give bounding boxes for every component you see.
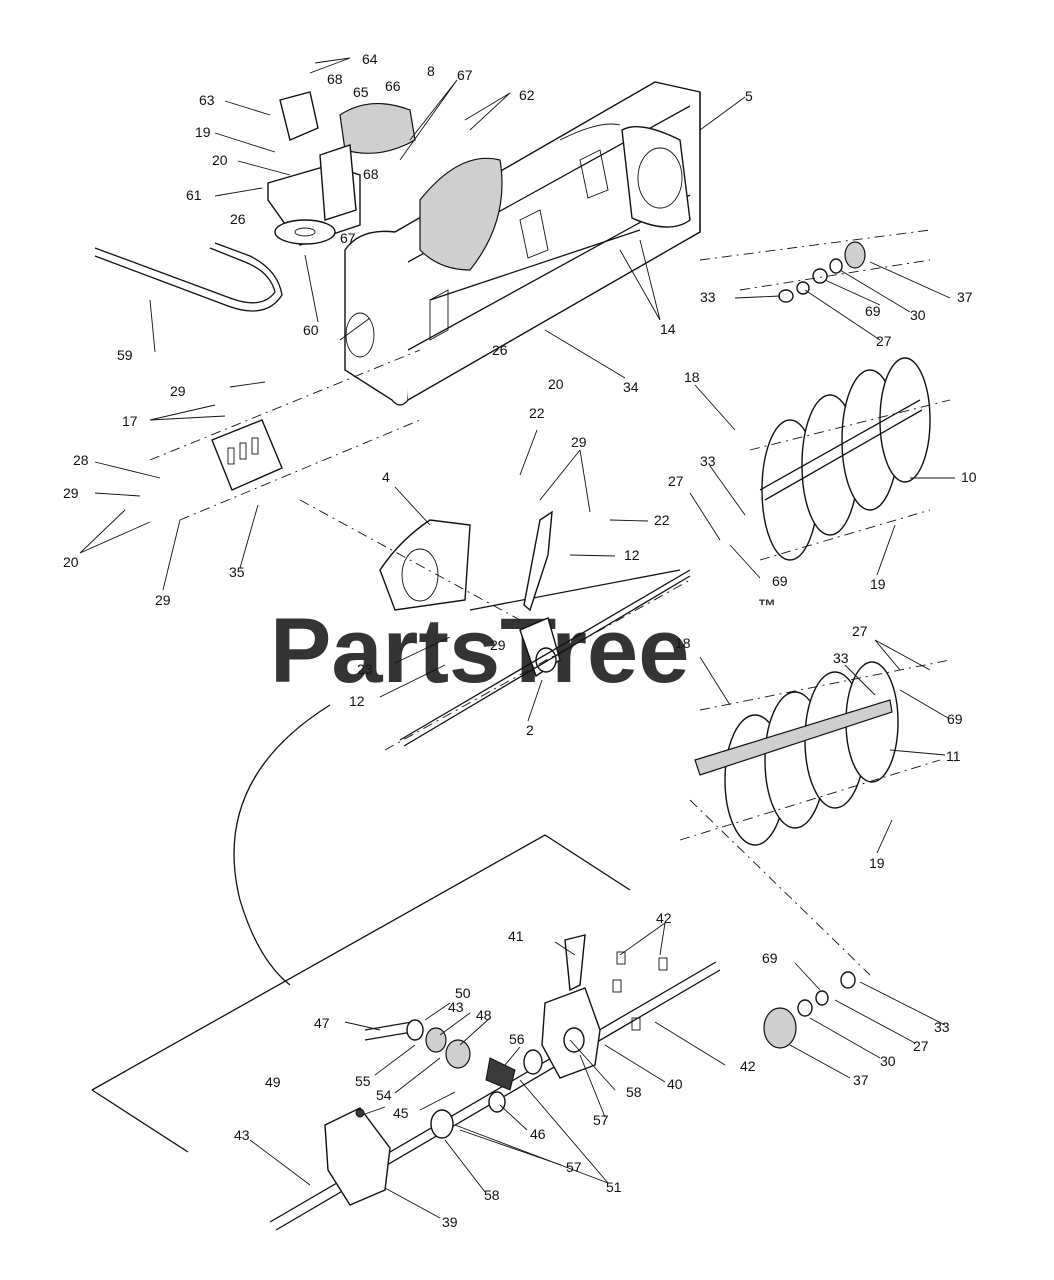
callout-label: 34 (623, 379, 639, 395)
callout-label: 26 (492, 342, 508, 358)
callout-label: 17 (122, 413, 138, 429)
callout-label: 39 (442, 1214, 458, 1230)
callout-label: 66 (385, 78, 401, 94)
callout-label: 22 (529, 405, 545, 421)
callout-label: 62 (519, 87, 535, 103)
callout-label: 2 (526, 722, 534, 738)
callout-label: 65 (353, 84, 369, 100)
callout-label: 37 (957, 289, 973, 305)
drive-bracket-assembly (267, 91, 416, 246)
callout-label: 4 (382, 469, 390, 485)
right-bearing-parts (699, 229, 931, 303)
callout-label: 55 (355, 1073, 371, 1089)
watermark-text: PartsTree (270, 600, 689, 702)
callout-label: 27 (668, 473, 684, 489)
callout-label: 64 (362, 51, 378, 67)
callout-label: 29 (571, 434, 587, 450)
callout-label: 33 (700, 453, 716, 469)
callout-label: 69 (762, 950, 778, 966)
callout-label: 33 (833, 650, 849, 666)
lower-bearing-parts (763, 971, 856, 1049)
callout-label: 67 (340, 230, 356, 246)
impeller-shaft-assembly (299, 499, 691, 751)
callout-label: 69 (865, 303, 881, 319)
callout-label: 27 (852, 623, 868, 639)
callout-label: 68 (327, 71, 343, 87)
callout-label: 42 (740, 1058, 756, 1074)
callout-label: 48 (476, 1007, 492, 1023)
callout-label: 8 (427, 63, 435, 79)
callout-label: 12 (624, 547, 640, 563)
callout-label: 19 (869, 855, 885, 871)
callout-label: 37 (853, 1072, 869, 1088)
callout-label: 22 (654, 512, 670, 528)
gearbox-inset (269, 934, 721, 1231)
callout-label: 57 (566, 1159, 582, 1175)
callout-label: 19 (870, 576, 886, 592)
callout-label: 29 (155, 592, 171, 608)
callout-label: 69 (947, 711, 963, 727)
callout-label: 50 (455, 985, 471, 1001)
callout-label: 30 (910, 307, 926, 323)
callout-label: 61 (186, 187, 202, 203)
callout-label: 51 (606, 1179, 622, 1195)
callout-label: 42 (656, 910, 672, 926)
callout-label: 49 (265, 1074, 281, 1090)
callout-label: 19 (195, 124, 211, 140)
callout-label: 41 (508, 928, 524, 944)
callout-label: 63 (199, 92, 215, 108)
callout-label: 40 (667, 1076, 683, 1092)
callout-label: 54 (376, 1087, 392, 1103)
callout-label: 58 (626, 1084, 642, 1100)
callout-label: 56 (509, 1031, 525, 1047)
lower-auger (679, 659, 951, 846)
callout-label: 59 (117, 347, 133, 363)
callout-label: 20 (548, 376, 564, 392)
callout-label: 69 (772, 573, 788, 589)
callout-label: 12 (349, 693, 365, 709)
callout-label: 68 (363, 166, 379, 182)
drive-belt (94, 242, 283, 312)
callout-label: 67 (457, 67, 473, 83)
callout-label: 35 (229, 564, 245, 580)
callout-label: 58 (484, 1187, 500, 1203)
callout-label: 60 (303, 322, 319, 338)
callout-label: 10 (961, 469, 977, 485)
callout-label: 18 (684, 369, 700, 385)
callout-label: 11 (946, 748, 961, 764)
callout-label: 5 (745, 88, 753, 104)
callout-label: 43 (234, 1127, 250, 1143)
upper-auger (749, 357, 951, 561)
callout-label: 30 (880, 1053, 896, 1069)
callout-label: 33 (700, 289, 716, 305)
callout-label: 43 (448, 999, 464, 1015)
callout-label: 27 (876, 333, 892, 349)
callout-label: 20 (63, 554, 79, 570)
callout-label: 46 (530, 1126, 546, 1142)
callout-label: 26 (230, 211, 246, 227)
callout-label: 57 (593, 1112, 609, 1128)
side-plate (149, 349, 421, 521)
inset-leader-lines (91, 704, 871, 1153)
callout-label: 27 (913, 1038, 929, 1054)
callout-label: 23 (357, 661, 373, 677)
callout-leader-lines (79, 57, 955, 1219)
callout-label: 14 (660, 321, 676, 337)
callout-label: 29 (490, 637, 506, 653)
callout-label: 45 (393, 1105, 409, 1121)
callout-labels: 64 8 68 65 66 67 62 63 5 19 20 68 61 26 … (63, 51, 977, 1230)
callout-label: 20 (212, 152, 228, 168)
callout-label: 47 (314, 1015, 330, 1031)
callout-label: 29 (63, 485, 79, 501)
callout-label: 33 (934, 1019, 950, 1035)
auger-housing (344, 81, 701, 406)
watermark-trademark: ™ (758, 596, 776, 616)
callout-label: 18 (675, 635, 691, 651)
callout-label: 28 (73, 452, 89, 468)
callout-label: 29 (170, 383, 186, 399)
